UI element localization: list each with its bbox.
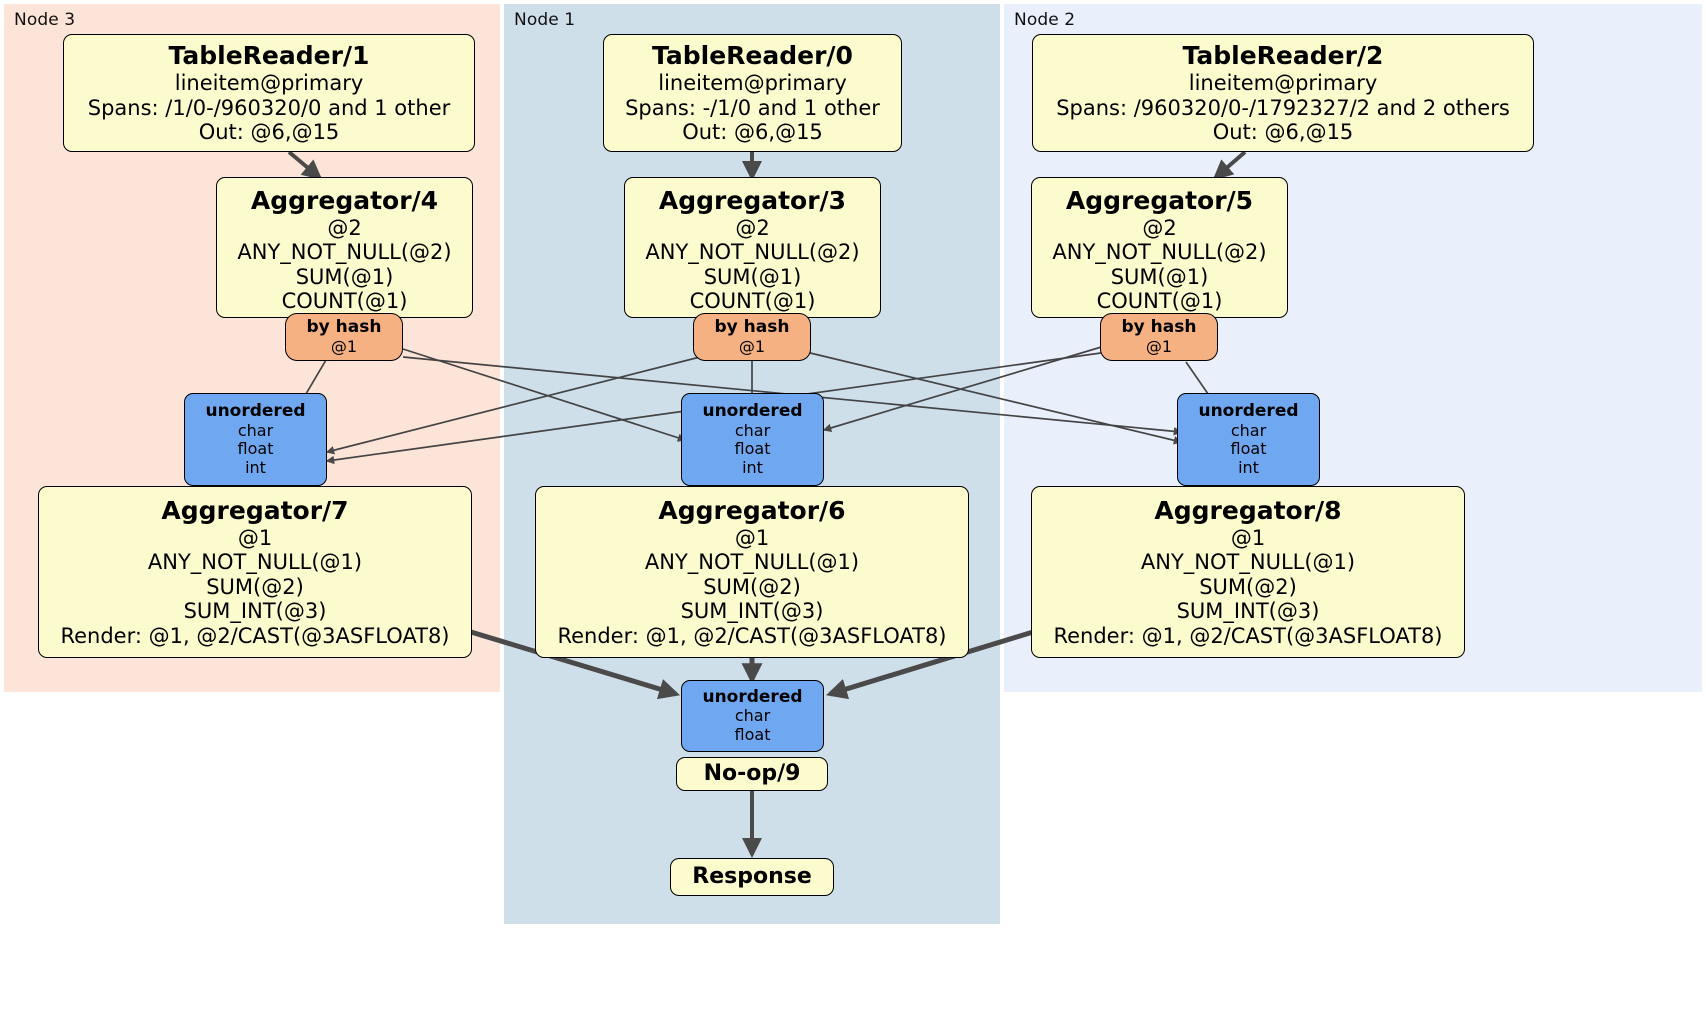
aggregator-group: @2 bbox=[735, 216, 770, 240]
node-panel-label-node1: Node 1 bbox=[514, 10, 576, 30]
processor-response[interactable]: Response bbox=[670, 858, 834, 896]
processor-aggregator-7[interactable]: Aggregator/7 @1 ANY_NOT_NULL(@1) SUM(@2)… bbox=[38, 486, 472, 658]
aggregator-func-3: COUNT(@1) bbox=[689, 289, 816, 314]
processor-spans: Spans: -/1/0 and 1 other bbox=[625, 95, 880, 120]
aggregator-group: @2 bbox=[327, 216, 362, 240]
processor-source: lineitem@primary bbox=[1188, 71, 1378, 96]
synchronizer-unordered-final[interactable]: unordered char float bbox=[681, 680, 824, 752]
synchronizer-unordered-right[interactable]: unordered char float int bbox=[1177, 393, 1320, 486]
aggregator-func-3: COUNT(@1) bbox=[281, 289, 408, 314]
processor-title: TableReader/2 bbox=[1182, 41, 1384, 71]
aggregator-func-2: SUM(@2) bbox=[703, 574, 801, 599]
processor-out: Out: @6,@15 bbox=[198, 120, 340, 145]
aggregator-render: Render: @1, @2/CAST(@3ASFLOAT8) bbox=[1053, 623, 1443, 648]
router-title: by hash bbox=[306, 316, 382, 337]
aggregator-func-3: SUM_INT(@3) bbox=[183, 599, 327, 624]
synchronizer-type-3: int bbox=[742, 457, 763, 477]
synchronizer-type-3: int bbox=[245, 457, 266, 477]
node-panel-label-node2: Node 2 bbox=[1014, 10, 1076, 30]
aggregator-func-3: COUNT(@1) bbox=[1096, 289, 1223, 314]
processor-title: TableReader/1 bbox=[168, 41, 370, 71]
router-column: @1 bbox=[1145, 336, 1173, 356]
aggregator-func-1: ANY_NOT_NULL(@1) bbox=[644, 550, 860, 575]
aggregator-func-3: SUM_INT(@3) bbox=[680, 599, 824, 624]
processor-title: Aggregator/3 bbox=[658, 186, 847, 215]
synchronizer-type-1: char bbox=[734, 706, 771, 726]
synchronizer-type-2: float bbox=[1230, 439, 1267, 459]
synchronizer-title: unordered bbox=[205, 400, 306, 421]
processor-aggregator-3[interactable]: Aggregator/3 @2 ANY_NOT_NULL(@2) SUM(@1)… bbox=[624, 177, 881, 318]
processor-out: Out: @6,@15 bbox=[1212, 120, 1354, 145]
router-column: @1 bbox=[330, 336, 358, 356]
synchronizer-title: unordered bbox=[702, 686, 803, 707]
synchronizer-type-3: int bbox=[1238, 457, 1259, 477]
processor-title: Aggregator/4 bbox=[250, 186, 439, 215]
aggregator-func-1: ANY_NOT_NULL(@2) bbox=[1052, 240, 1267, 265]
aggregator-func-2: SUM(@1) bbox=[1110, 264, 1209, 289]
aggregator-render: Render: @1, @2/CAST(@3ASFLOAT8) bbox=[60, 623, 450, 648]
router-column: @1 bbox=[738, 336, 766, 356]
processor-aggregator-6[interactable]: Aggregator/6 @1 ANY_NOT_NULL(@1) SUM(@2)… bbox=[535, 486, 969, 658]
processor-title: Aggregator/7 bbox=[161, 496, 349, 526]
processor-title: No-op/9 bbox=[703, 761, 801, 787]
processor-tablereader-2[interactable]: TableReader/2 lineitem@primary Spans: /9… bbox=[1032, 34, 1534, 152]
processor-spans: Spans: /1/0-/960320/0 and 1 other bbox=[87, 95, 451, 120]
synchronizer-type-2: float bbox=[237, 439, 274, 459]
processor-aggregator-4[interactable]: Aggregator/4 @2 ANY_NOT_NULL(@2) SUM(@1)… bbox=[216, 177, 473, 318]
aggregator-group: @1 bbox=[734, 526, 770, 551]
aggregator-func-1: ANY_NOT_NULL(@2) bbox=[237, 240, 452, 265]
router-by-hash-middle[interactable]: by hash @1 bbox=[693, 313, 811, 361]
aggregator-func-2: SUM(@2) bbox=[1199, 574, 1297, 599]
aggregator-func-3: SUM_INT(@3) bbox=[1176, 599, 1320, 624]
processor-source: lineitem@primary bbox=[174, 71, 364, 96]
synchronizer-unordered-middle[interactable]: unordered char float int bbox=[681, 393, 824, 486]
processor-title: Aggregator/8 bbox=[1154, 496, 1342, 526]
router-title: by hash bbox=[714, 316, 790, 337]
synchronizer-type-2: float bbox=[734, 439, 771, 459]
router-title: by hash bbox=[1121, 316, 1197, 337]
aggregator-group: @2 bbox=[1142, 216, 1177, 240]
processor-source: lineitem@primary bbox=[658, 71, 847, 96]
processor-noop-9[interactable]: No-op/9 bbox=[676, 757, 828, 791]
aggregator-group: @1 bbox=[237, 526, 273, 551]
aggregator-func-2: SUM(@2) bbox=[206, 574, 304, 599]
aggregator-func-1: ANY_NOT_NULL(@1) bbox=[1140, 550, 1356, 575]
aggregator-group: @1 bbox=[1230, 526, 1266, 551]
processor-spans: Spans: /960320/0-/1792327/2 and 2 others bbox=[1056, 95, 1510, 120]
synchronizer-type-1: char bbox=[1230, 420, 1267, 440]
synchronizer-title: unordered bbox=[1198, 400, 1299, 421]
processor-tablereader-1[interactable]: TableReader/1 lineitem@primary Spans: /1… bbox=[63, 34, 475, 152]
processor-title: Aggregator/6 bbox=[658, 496, 846, 526]
synchronizer-unordered-left[interactable]: unordered char float int bbox=[184, 393, 327, 486]
processor-title: TableReader/0 bbox=[652, 41, 853, 71]
processor-aggregator-5[interactable]: Aggregator/5 @2 ANY_NOT_NULL(@2) SUM(@1)… bbox=[1031, 177, 1288, 318]
synchronizer-title: unordered bbox=[702, 400, 803, 421]
node-panel-label-node3: Node 3 bbox=[14, 10, 76, 30]
processor-title: Aggregator/5 bbox=[1065, 186, 1254, 215]
aggregator-func-1: ANY_NOT_NULL(@2) bbox=[645, 240, 860, 265]
aggregator-render: Render: @1, @2/CAST(@3ASFLOAT8) bbox=[557, 623, 947, 648]
aggregator-func-2: SUM(@1) bbox=[295, 264, 394, 289]
router-by-hash-left[interactable]: by hash @1 bbox=[285, 313, 403, 361]
aggregator-func-2: SUM(@1) bbox=[703, 264, 802, 289]
processor-out: Out: @6,@15 bbox=[682, 120, 823, 145]
aggregator-func-1: ANY_NOT_NULL(@1) bbox=[147, 550, 363, 575]
processor-title: Response bbox=[692, 864, 812, 890]
synchronizer-type-1: char bbox=[734, 420, 771, 440]
processor-tablereader-0[interactable]: TableReader/0 lineitem@primary Spans: -/… bbox=[603, 34, 902, 152]
router-by-hash-right[interactable]: by hash @1 bbox=[1100, 313, 1218, 361]
processor-aggregator-8[interactable]: Aggregator/8 @1 ANY_NOT_NULL(@1) SUM(@2)… bbox=[1031, 486, 1465, 658]
synchronizer-type-1: char bbox=[237, 420, 274, 440]
synchronizer-type-2: float bbox=[734, 724, 771, 744]
